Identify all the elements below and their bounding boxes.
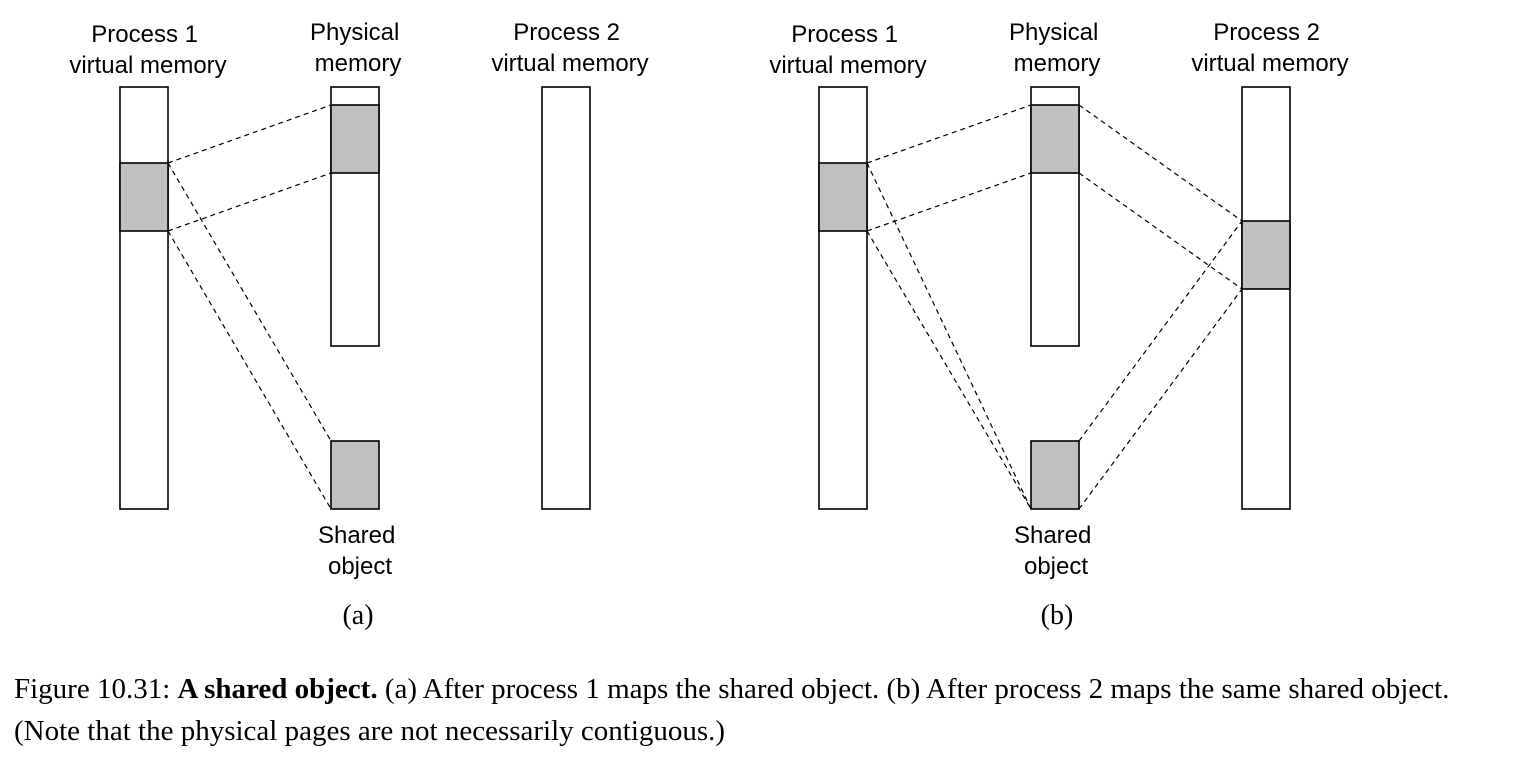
panel-b-physical-label: Physical memory <box>1009 19 1105 77</box>
panel-a-map-line <box>167 230 332 510</box>
panel-b-process1-shared-page <box>818 162 868 232</box>
panel-a-physical-label: Physical memory <box>310 19 406 77</box>
panel-b-map-line <box>1078 104 1243 222</box>
panel-b-shared-object-label: Shared object <box>1014 522 1098 580</box>
panel-b-map-line <box>1078 220 1243 442</box>
panel-b-map-line <box>866 230 1032 510</box>
panel-a-process1-memory-bar <box>119 86 169 510</box>
panel-a-process1-shared-page <box>119 162 169 232</box>
caption-text: (a) After process 1 maps the shared obje… <box>14 673 1450 747</box>
panel-b-map-line <box>1078 172 1243 290</box>
caption-prefix: Figure 10.31: <box>14 673 178 705</box>
panel-a-map-line <box>167 162 332 442</box>
panel-b-process2-memory-bar <box>1241 86 1291 510</box>
panel-a-process1-label: Process 1 virtual memory <box>69 21 226 79</box>
figure-caption: Figure 10.31: A shared object. (a) After… <box>14 668 1514 752</box>
panel-a: Process 1 virtual memory Physical memory… <box>69 19 648 631</box>
panel-b-process1-label: Process 1 virtual memory <box>769 21 926 79</box>
panel-b-map-line <box>866 162 1032 510</box>
panel-a-shared-object-label: Shared object <box>318 522 402 580</box>
panel-a-physical-shared-page <box>330 104 380 174</box>
panel-a-process2-label: Process 2 virtual memory <box>491 19 648 77</box>
panel-b-shared-object-block <box>1030 440 1080 510</box>
panel-b-process2-label: Process 2 virtual memory <box>1191 19 1348 77</box>
panel-a-process2-memory-bar <box>541 86 591 510</box>
panel-b-process2-shared-page <box>1241 220 1291 290</box>
panel-b-process1-memory-bar <box>818 86 868 510</box>
panel-b: Process 1 virtual memory Physical memory… <box>769 19 1348 631</box>
panel-b-map-line <box>866 172 1032 232</box>
panel-b-tag: (b) <box>1041 600 1074 631</box>
panel-a-map-line <box>167 104 332 164</box>
panel-b-map-line <box>866 104 1032 164</box>
caption-title: A shared object. <box>177 673 378 705</box>
panel-a-map-line <box>167 172 332 232</box>
panel-a-shared-object-block <box>330 440 380 510</box>
panel-b-physical-shared-page <box>1030 104 1080 174</box>
panel-b-map-line <box>1078 288 1243 510</box>
panel-a-tag: (a) <box>342 600 373 631</box>
